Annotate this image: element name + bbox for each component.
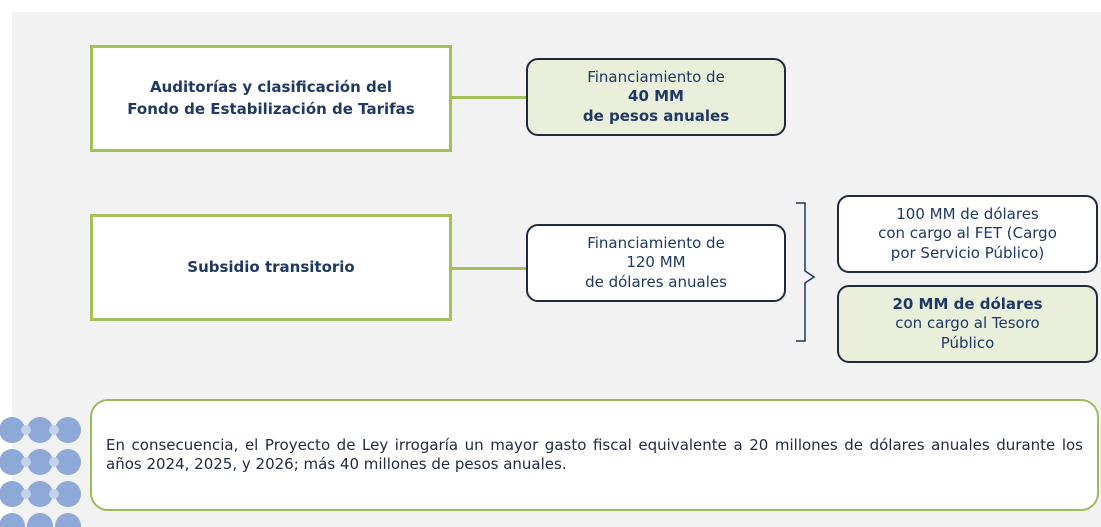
financing-40mm-amount: 40 MM <box>628 87 684 106</box>
conclusion-text: En consecuencia, el Proyecto de Ley irro… <box>106 435 1083 474</box>
financing-40mm-box: Financiamiento de 40 MM de pesos anuales <box>526 58 786 136</box>
treasury-amount: 20 MM de dólares <box>892 294 1043 313</box>
bracket-icon <box>796 202 816 342</box>
connector-line-2 <box>452 267 526 270</box>
financing-120mm-text: Financiamiento de 120 MM de dólares anua… <box>585 233 727 291</box>
financing-40mm-unit: de pesos anuales <box>582 106 730 125</box>
treasury-box: 20 MM de dólares con cargo al Tesoro Púb… <box>837 285 1098 363</box>
audit-box: Auditorías y clasificación del Fondo de … <box>90 45 452 152</box>
subsidy-label: Subsidio transitorio <box>187 257 355 276</box>
fet-box: 100 MM de dólares con cargo al FET (Carg… <box>837 195 1098 273</box>
subsidy-box: Subsidio transitorio <box>90 214 452 321</box>
conclusion-box: En consecuencia, el Proyecto de Ley irro… <box>90 399 1099 511</box>
fet-text: 100 MM de dólares con cargo al FET (Carg… <box>878 204 1057 262</box>
audit-label: Auditorías y clasificación del Fondo de … <box>127 77 415 118</box>
financing-120mm-box: Financiamiento de 120 MM de dólares anua… <box>526 224 786 302</box>
connector-line-1 <box>452 96 526 99</box>
treasury-text: con cargo al Tesoro Público <box>895 314 1040 352</box>
decorative-dots-icon <box>0 417 81 527</box>
financing-40mm-line1: Financiamiento de <box>587 67 725 86</box>
